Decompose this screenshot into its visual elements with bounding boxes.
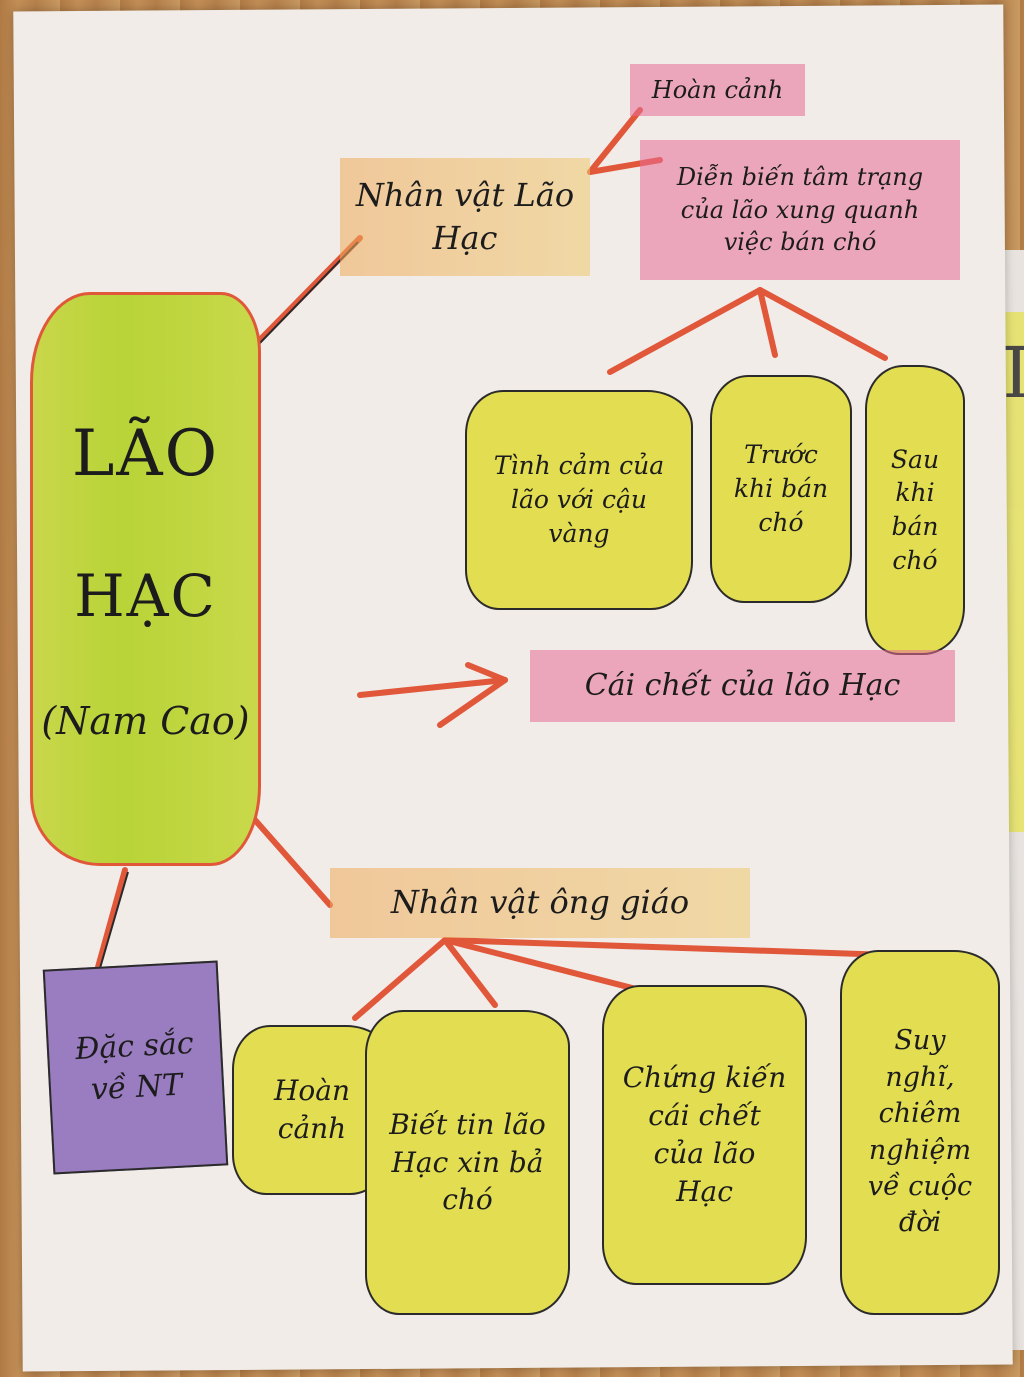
node-tinh-cam: Tình cảm của lão với cậu vàng (465, 390, 693, 610)
connector-ong-giao-child-1 (352, 937, 448, 1021)
node-truoc-khi-ban-cho: Trước khi bán chó (710, 375, 852, 603)
central-title-line2: HẠC (74, 562, 217, 631)
node-dien-bien-tam-trang: Diễn biến tâm trạng của lão xung quanh v… (640, 140, 960, 280)
node-dac-sac-nt: Đặc sắc về NT (42, 960, 229, 1175)
node-biet-tin: Biết tin lão Hạc xin bả chó (365, 1010, 570, 1315)
node-chung-kien-label: Chứng kiến cái chết của lão Hạc (622, 1061, 787, 1208)
arrow-to-cai-chet (357, 677, 508, 698)
node-nhan-vat-ong-giao: Nhân vật ông giáo (330, 868, 750, 938)
connector-ong-giao-child-3 (442, 937, 643, 993)
node-truoc-khi-ban-cho-label: Trước khi bán chó (733, 440, 829, 537)
connector-ong-giao-child-2 (442, 937, 498, 1008)
node-dien-bien-tam-trang-label: Diễn biến tâm trạng của lão xung quanh v… (676, 163, 924, 257)
node-tinh-cam-label: Tình cảm của lão với cậu vàng (493, 451, 665, 548)
node-biet-tin-label: Biết tin lão Hạc xin bả chó (389, 1107, 546, 1217)
node-cai-chet-label: Cái chết của lão Hạc (584, 667, 901, 703)
node-ong-giao-hoan-canh-label: Hoàn cảnh (273, 1074, 350, 1145)
arrowhead-lower (437, 677, 508, 728)
connector-dien-bien-child-2 (757, 287, 778, 358)
arrowhead-upper (465, 662, 508, 683)
node-chung-kien: Chứng kiến cái chết của lão Hạc (602, 985, 807, 1285)
node-suy-nghi: Suy nghĩ, chiêm nghiệm về cuộc đời (840, 950, 1000, 1315)
node-hoan-canh-top: Hoàn cảnh (630, 64, 805, 116)
central-topic-lao-hac: LÃO HẠC (Nam Cao) (30, 292, 261, 866)
node-dac-sac-nt-label: Đặc sắc về NT (74, 1025, 195, 1107)
connector-ong-giao-child-4 (442, 937, 893, 958)
node-sau-khi-ban-cho: Sau khi bán chó (865, 365, 965, 655)
node-nhan-vat-ong-giao-label: Nhân vật ông giáo (390, 883, 690, 922)
connector-dien-bien-child-1 (607, 287, 763, 375)
node-cai-chet: Cái chết của lão Hạc (530, 650, 955, 722)
node-nhan-vat-lao-hac: Nhân vật Lão Hạc (340, 158, 590, 276)
connector-central-ong-giao (252, 817, 333, 908)
connector-central-dac-sac (92, 867, 128, 981)
node-nhan-vat-lao-hac-label: Nhân vật Lão Hạc (355, 175, 575, 257)
node-sau-khi-ban-cho-label: Sau khi bán chó (890, 444, 940, 575)
node-suy-nghi-label: Suy nghĩ, chiêm nghiệm về cuộc đời (867, 1025, 973, 1239)
central-title-line1: LÃO (71, 417, 220, 491)
central-author: (Nam Cao) (41, 698, 250, 743)
connector-to-hoan-canh (587, 107, 643, 175)
node-hoan-canh-top-label: Hoàn cảnh (651, 75, 784, 104)
connector-dien-bien-child-3 (757, 287, 888, 361)
